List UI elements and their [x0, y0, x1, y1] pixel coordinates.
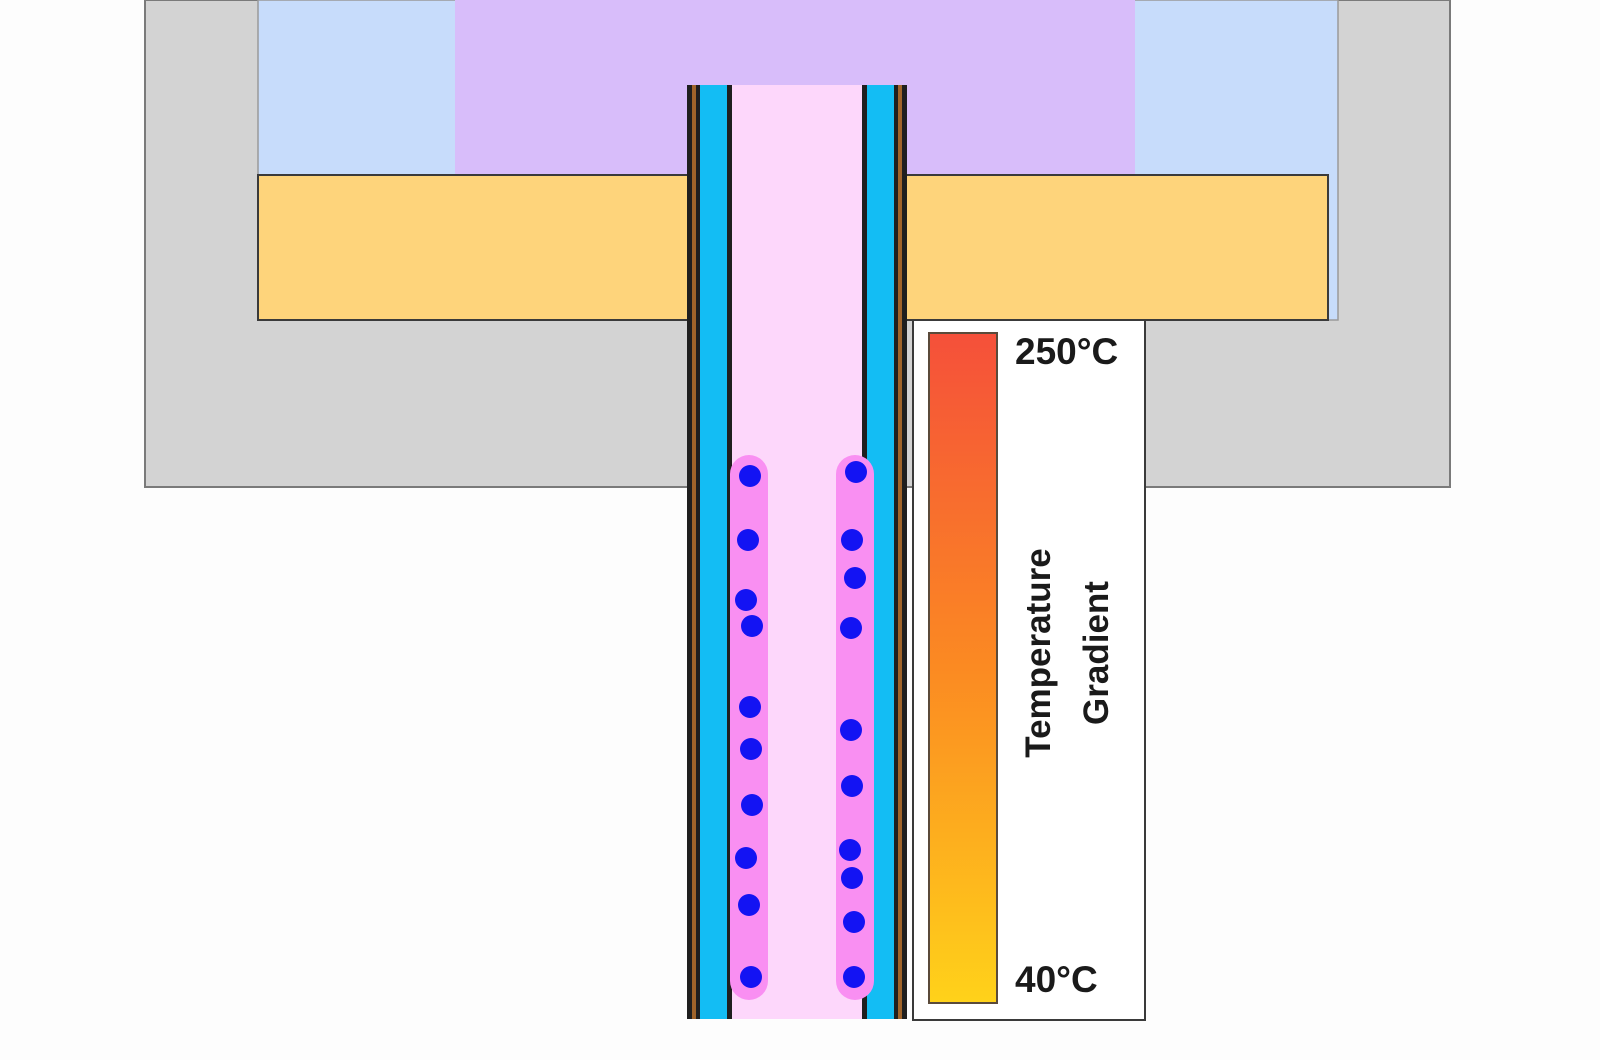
right-dark-wall: [894, 85, 898, 1019]
right-particle-8: [841, 867, 863, 889]
particle-group: [735, 461, 867, 988]
legend-title-line1: Temperature: [1019, 548, 1058, 757]
left-outer-wall: [687, 85, 692, 1019]
left-particle-8: [735, 847, 757, 869]
left-particle-4: [741, 615, 763, 637]
right-brown-wall: [898, 85, 902, 1019]
right-particle-4: [840, 617, 862, 639]
left-particle-5: [739, 696, 761, 718]
left-dark-wall: [696, 85, 700, 1019]
right-particle-3: [844, 567, 866, 589]
temperature-legend: 250°C 40°C Temperature Gradient: [912, 319, 1146, 1021]
legend-title-line2: Gradient: [1077, 581, 1116, 725]
right-particle-10: [843, 966, 865, 988]
left-particle-9: [738, 894, 760, 916]
left-particle-2: [737, 529, 759, 551]
right-particle-6: [841, 775, 863, 797]
gradient-bar: [928, 332, 998, 1004]
left-brown-wall: [692, 85, 696, 1019]
right-particle-7: [839, 839, 861, 861]
left-particle-3: [735, 589, 757, 611]
left-cyan-wall: [700, 85, 727, 1019]
left-inner-edge: [727, 85, 732, 1019]
right-particle-9: [843, 911, 865, 933]
right-outer-wall: [902, 85, 907, 1019]
legend-max-label: 250°C: [1015, 331, 1118, 372]
left-particle-7: [741, 794, 763, 816]
left-particle-6: [740, 738, 762, 760]
tube-assembly: [687, 85, 907, 1019]
right-particle-2: [841, 529, 863, 551]
right-particle-5: [840, 719, 862, 741]
legend-min-label: 40°C: [1015, 959, 1098, 1000]
right-particle-1: [845, 461, 867, 483]
left-particle-1: [739, 465, 761, 487]
left-particle-10: [740, 966, 762, 988]
